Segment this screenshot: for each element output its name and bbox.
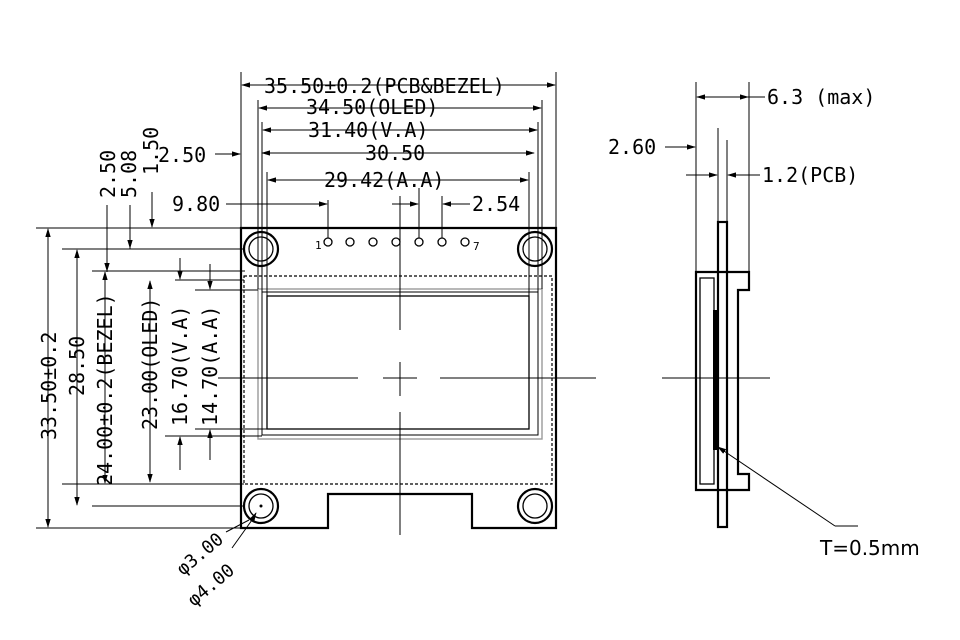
dim-top-to-aa: 5.08 [117,150,141,198]
hole-leaders [225,512,257,549]
side-view: 6.3 (max) 2.60 1.2(PCB) T=0.5mm [608,82,920,560]
extension-lines-left [36,227,267,529]
mounting-hole-br [516,487,554,525]
side-module-body [694,270,751,492]
pin-7-label: 7 [473,240,480,253]
pin [414,237,424,247]
dim-oled-width: 34.50(OLED) [306,95,438,119]
dimension-lines-left [45,192,213,528]
extension-lines-top [240,72,557,296]
dim-pcb-bezel-width: 35.50±0.2(PCB&BEZEL) [264,74,505,98]
pin [368,237,378,247]
pin-header: 1 7 [315,237,480,253]
bezel-outline [243,275,553,485]
dim-va-width: 31.40(V.A) [308,118,428,142]
side-glass [699,277,715,485]
dim-bezel-height: 28.50 [65,336,89,396]
pin [323,237,333,247]
pin [437,237,447,247]
mounting-hole-bl [242,487,280,525]
dim-fpc-thickness: T=0.5mm [819,536,920,560]
dim-hole-spacing: 30.50 [365,141,425,165]
dim-max-thickness: 6.3 (max) [767,85,875,109]
pin-1-label: 1 [315,239,322,252]
dimension-lines-top [215,82,556,207]
mounting-hole-tl [242,230,280,268]
dim-pcb-thickness: 1.2(PCB) [762,163,858,187]
dim-edge-offset: 2.50 [158,143,206,167]
dim-pin-pitch: 2.54 [472,192,520,216]
side-pcb [716,220,729,529]
dim-top-to-va: 2.50 [96,150,120,198]
dim-bezel-height-tol: 24.00±0.2(BEZEL) [93,293,117,486]
pin [460,237,470,247]
dim-total-height: 33.50±0.2 [37,332,61,440]
dim-first-pin-offset: 9.80 [172,192,220,216]
dim-oled-height: 23.00(OLED) [138,298,162,430]
dim-aa-height: 14.70(A.A) [198,306,222,426]
front-view: 1 7 [36,72,596,611]
dim-va-height: 16.70(V.A) [168,306,192,426]
side-fpc [713,310,717,450]
active-area [266,295,530,430]
pcb-outline [239,226,558,530]
dim-top-to-hole: 1.50 [139,127,163,175]
mounting-hole-tr [516,230,554,268]
center-lines [218,196,596,535]
pin [345,237,355,247]
dim-pcb-offset: 2.60 [608,135,656,159]
dim-aa-width: 29.42(A.A) [324,168,444,192]
pin [391,237,401,247]
